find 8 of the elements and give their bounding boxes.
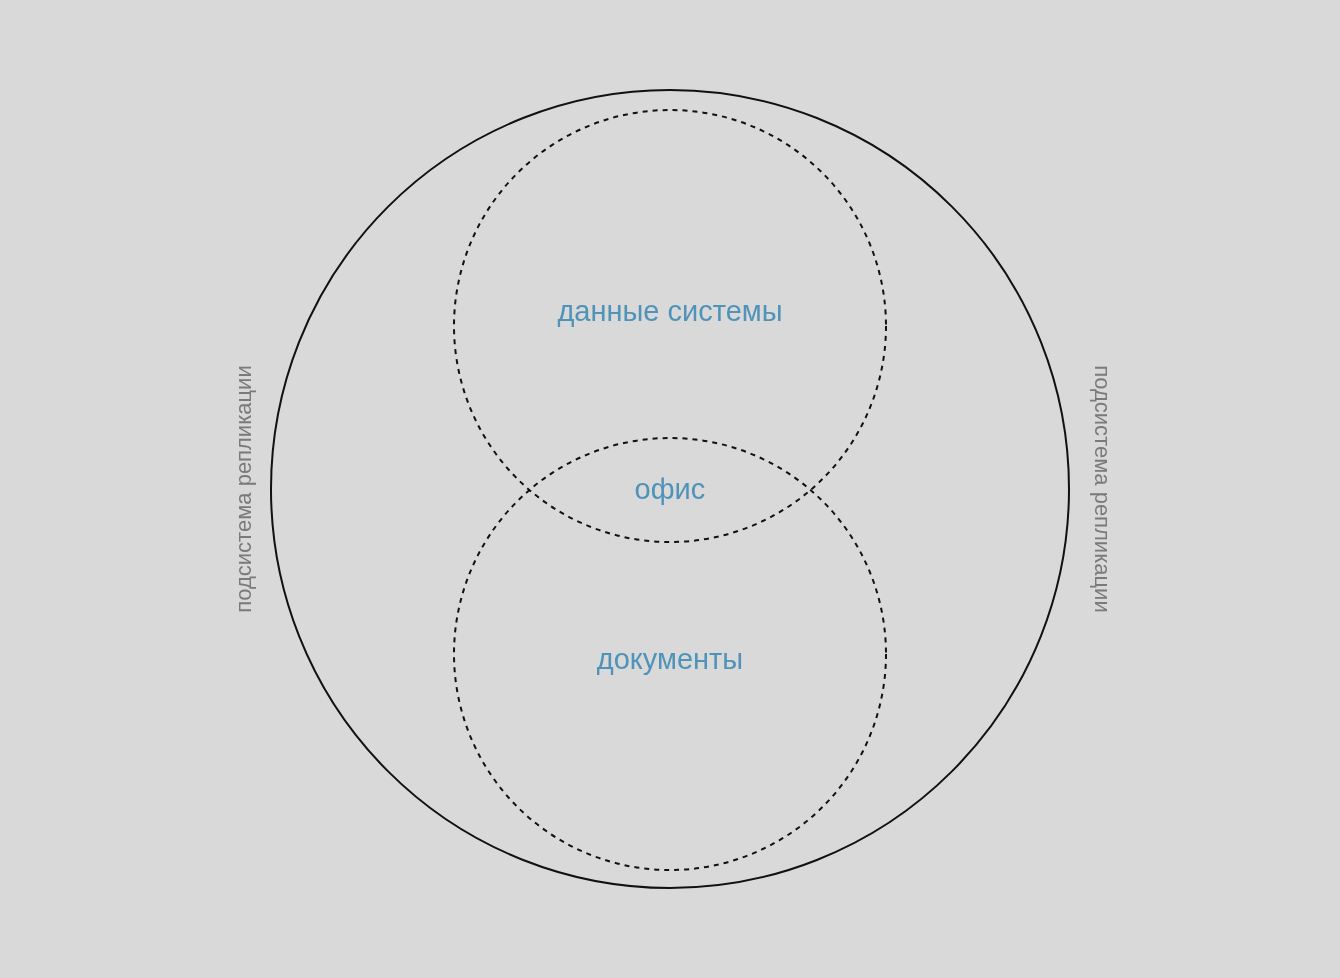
circle-label: документы bbox=[595, 643, 745, 676]
outer-circle bbox=[270, 89, 1070, 889]
circle-label: данные системы bbox=[556, 295, 784, 328]
dashed-circle bbox=[453, 437, 887, 871]
overlap-label: офис bbox=[634, 472, 706, 506]
side-label: подсистема репликации bbox=[1088, 365, 1115, 613]
side-label: подсистема репликации bbox=[230, 365, 257, 613]
dashed-circle bbox=[453, 109, 887, 543]
